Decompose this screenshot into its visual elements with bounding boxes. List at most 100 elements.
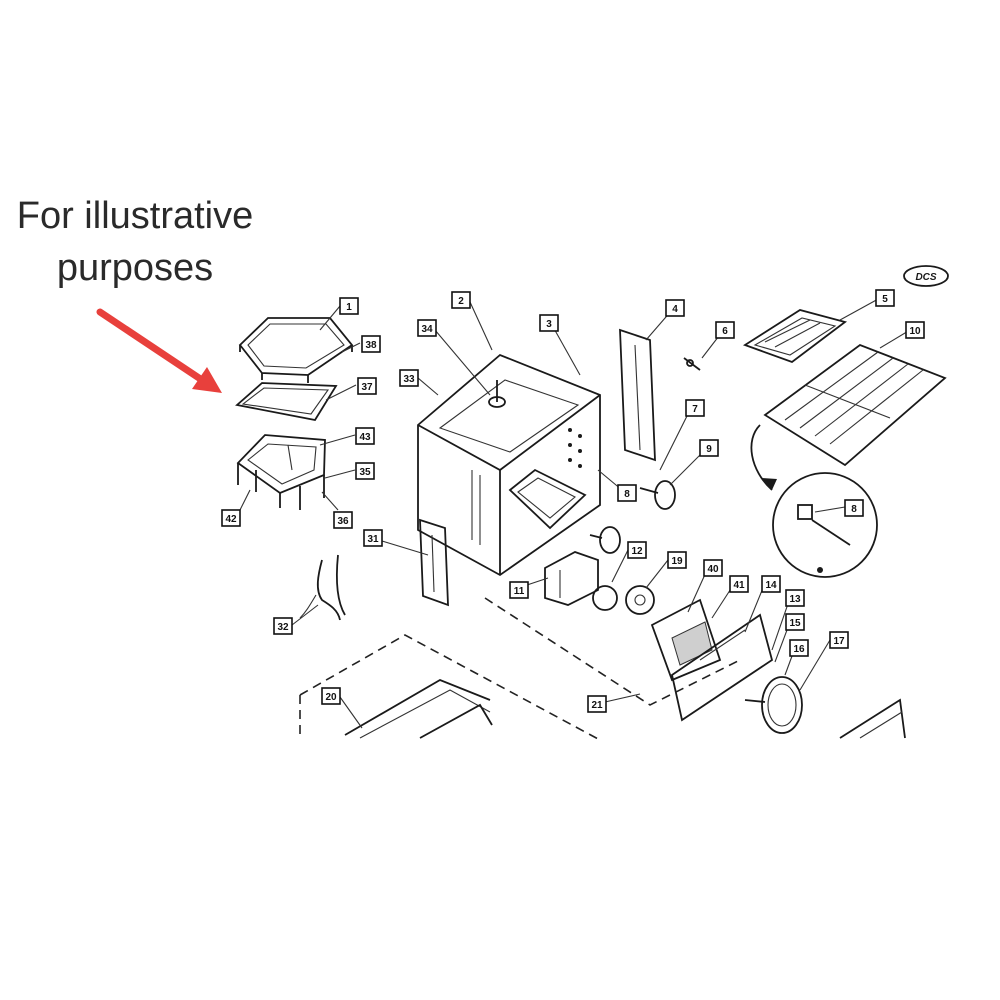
callout-number: 21 — [591, 700, 603, 711]
callout-box — [875, 289, 895, 307]
callout-c10: 10 — [905, 321, 925, 339]
callout-number: 10 — [909, 326, 921, 337]
callout-box — [417, 319, 437, 337]
callout-c40: 40 — [703, 559, 723, 577]
logo-text: DCS — [915, 272, 936, 283]
callout-number: 5 — [882, 294, 888, 305]
callout-c42: 42 — [221, 509, 241, 527]
part-knob-2 — [589, 526, 621, 554]
callout-c31: 31 — [363, 529, 383, 547]
callout-box — [729, 575, 749, 593]
callout-c36: 36 — [333, 511, 353, 529]
callout-number: 15 — [789, 618, 801, 629]
callout-box — [667, 551, 687, 569]
callout-number: 1 — [346, 302, 352, 313]
part-clip — [683, 357, 701, 371]
part-bracket — [544, 551, 599, 606]
part-bottom-tray — [344, 679, 493, 739]
callout-number: 6 — [722, 326, 728, 337]
callout-c1: 1 — [339, 297, 359, 315]
part-door-glass — [670, 613, 774, 722]
callout-number: 17 — [833, 636, 845, 647]
callout-box — [627, 541, 647, 559]
callout-c32: 32 — [273, 617, 293, 635]
callout-number: 38 — [365, 340, 377, 351]
callout-c12: 12 — [627, 541, 647, 559]
callout-number: 8 — [851, 504, 857, 515]
callout-c2: 2 — [451, 291, 471, 309]
callout-c38: 38 — [361, 335, 381, 353]
caption-line-2: purposes — [56, 247, 214, 289]
callout-number: 33 — [403, 374, 415, 385]
part-burner-ring — [744, 676, 803, 734]
callout-number: 35 — [359, 467, 371, 478]
callout-c5: 5 — [875, 289, 895, 307]
callout-c37: 37 — [357, 377, 377, 395]
part-frame — [236, 434, 326, 510]
callout-c13: 13 — [785, 589, 805, 607]
callout-box — [617, 484, 637, 502]
callout-number: 12 — [631, 546, 643, 557]
callout-number: 14 — [765, 580, 777, 591]
callout-number: 16 — [793, 644, 805, 655]
callout-box — [355, 462, 375, 480]
pointer-arrow-icon — [96, 308, 222, 393]
callout-box — [399, 369, 419, 387]
callout-number: 40 — [707, 564, 719, 575]
callout-c17: 17 — [829, 631, 849, 649]
callout-c34: 34 — [417, 319, 437, 337]
callout-c19: 19 — [667, 551, 687, 569]
callout-c8a: 8 — [617, 484, 637, 502]
callout-number: 13 — [789, 594, 801, 605]
part-back-panel — [650, 598, 722, 682]
part-oven-body — [417, 353, 601, 577]
callout-c7: 7 — [685, 399, 705, 417]
callout-box — [355, 427, 375, 445]
callout-box — [844, 499, 864, 517]
callout-box — [357, 377, 377, 395]
callout-box — [789, 639, 809, 657]
dashed-outlines — [299, 597, 741, 741]
callout-c33: 33 — [399, 369, 419, 387]
callout-number: 42 — [225, 514, 237, 525]
detail-magnifier — [750, 424, 878, 578]
callout-c8b: 8 — [844, 499, 864, 517]
callout-number: 31 — [367, 534, 379, 545]
callout-box — [665, 299, 685, 317]
callout-number: 8 — [624, 489, 630, 500]
callout-box — [699, 439, 719, 457]
callout-box — [509, 581, 529, 599]
callout-box — [339, 297, 359, 315]
callout-box — [361, 335, 381, 353]
callout-c4: 4 — [665, 299, 685, 317]
callout-c35: 35 — [355, 462, 375, 480]
callout-box — [539, 314, 559, 332]
vent-holes — [568, 428, 582, 468]
part-fan — [592, 585, 655, 615]
callout-c14: 14 — [761, 575, 781, 593]
part-broiler-pan — [742, 309, 848, 364]
callout-box — [785, 613, 805, 631]
part-oven-rack — [763, 343, 947, 467]
callout-c6: 6 — [715, 321, 735, 339]
callout-number: 2 — [458, 296, 464, 307]
part-corner-frame — [839, 698, 906, 739]
callout-box — [685, 399, 705, 417]
callout-number: 7 — [692, 404, 698, 415]
callout-box — [221, 509, 241, 527]
caption-line-1: For illustrative — [16, 195, 254, 237]
part-top-cover — [238, 317, 354, 383]
callout-box — [273, 617, 293, 635]
callout-c9: 9 — [699, 439, 719, 457]
callout-box — [905, 321, 925, 339]
callout-number: 20 — [325, 692, 337, 703]
callout-number: 43 — [359, 432, 371, 443]
part-side-rail-right — [619, 328, 656, 462]
callout-c16: 16 — [789, 639, 809, 657]
callout-box — [715, 321, 735, 339]
callout-number: 32 — [277, 622, 289, 633]
callout-number: 11 — [514, 586, 525, 597]
callout-c20: 20 — [321, 687, 341, 705]
callout-c43: 43 — [355, 427, 375, 445]
